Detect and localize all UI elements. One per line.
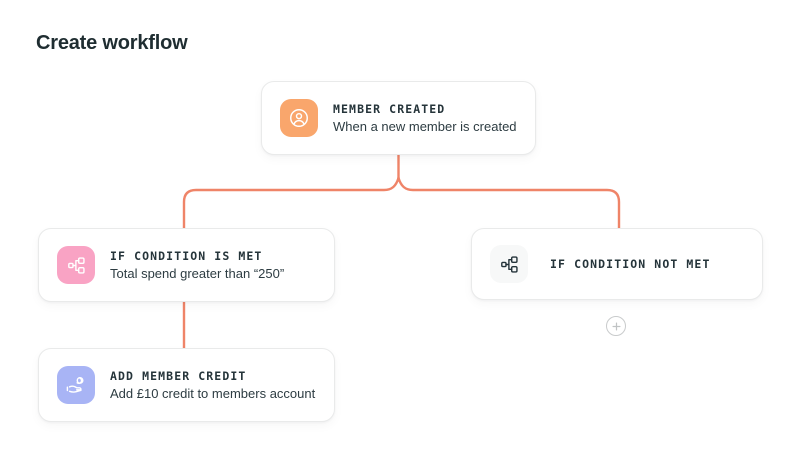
workflow-node-add-member-credit[interactable]: ADD MEMBER CREDIT Add £10 credit to memb… [38,348,335,422]
branch-sitemap-icon [57,246,95,284]
node-subtitle: Add £10 credit to members account [110,386,316,401]
workflow-node-if-condition-is-met[interactable]: IF CONDITION IS MET Total spend greater … [38,228,335,302]
connector-branch-left [182,176,400,230]
node-content: IF CONDITION IS MET Total spend greater … [57,246,316,284]
node-labels: ADD MEMBER CREDIT Add £10 credit to memb… [110,369,315,401]
workflow-node-member-created[interactable]: MEMBER CREATED When a new member is crea… [261,81,536,155]
node-title: IF CONDITION NOT MET [550,257,711,271]
node-content: IF CONDITION NOT MET [490,245,744,283]
node-title: ADD MEMBER CREDIT [110,369,247,383]
plus-icon [611,321,622,332]
node-title: MEMBER CREATED [333,102,446,116]
node-subtitle: Total spend greater than “250” [110,266,285,281]
page-title: Create workflow [36,32,188,54]
node-labels: IF CONDITION NOT MET [550,257,710,271]
node-title: IF CONDITION IS MET [110,249,263,263]
node-content: MEMBER CREATED When a new member is crea… [280,99,517,137]
node-subtitle: When a new member is created [333,119,517,134]
node-labels: MEMBER CREATED When a new member is crea… [333,102,517,134]
connector-branch-right [397,176,621,230]
user-circle-icon [280,99,318,137]
node-labels: IF CONDITION IS MET Total spend greater … [110,249,284,281]
hand-coin-icon [57,366,95,404]
node-content: ADD MEMBER CREDIT Add £10 credit to memb… [57,366,316,404]
workflow-node-if-condition-not-met[interactable]: IF CONDITION NOT MET [471,228,763,300]
add-step-button[interactable] [606,316,626,336]
branch-sitemap-icon [490,245,528,283]
